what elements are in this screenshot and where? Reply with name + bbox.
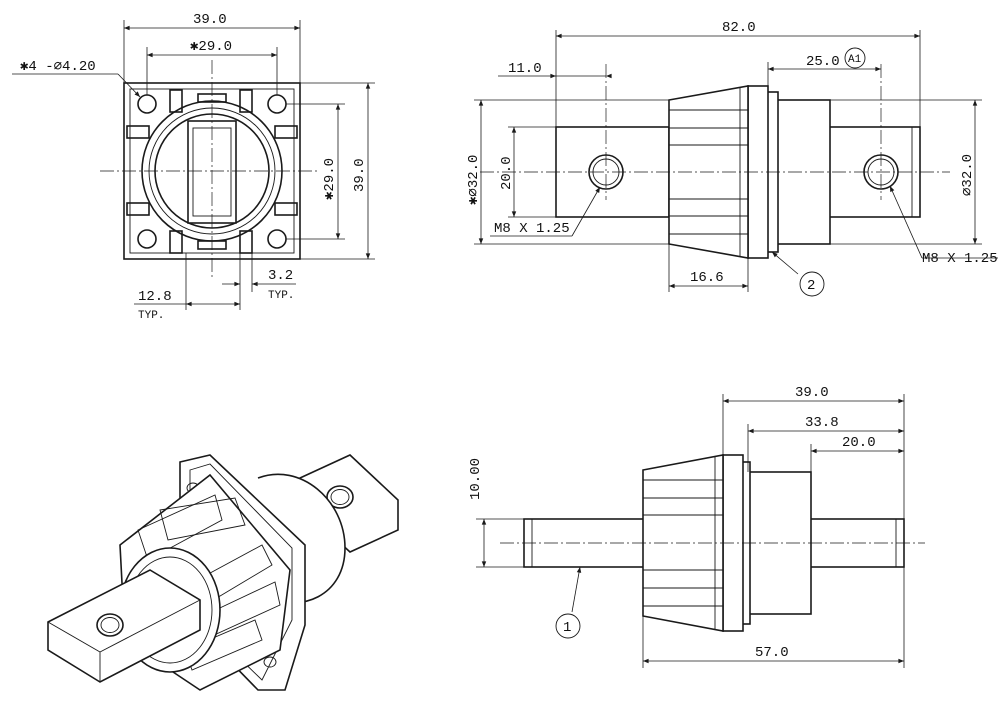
front-view: 39.0 ✱29.0 ✱4 -⌀4.20 ✱29.0 39.0 3.2 TYP. [12, 12, 375, 322]
iso-front-thread-hole [96, 613, 124, 637]
dim-left-offset: 11.0 [508, 61, 542, 77]
dim-bottom-338: 33.8 [805, 415, 839, 431]
dim-front-width: 39.0 [193, 12, 227, 28]
dim-tab-height: 20.0 [499, 156, 515, 190]
thread-callout-left: M8 X 1.25 [494, 221, 570, 237]
balloon-a1 [844, 47, 866, 69]
bottom-view: 39.0 33.8 20.0 10.00 57.0 1 [468, 385, 925, 668]
dim-bottom-20: 20.0 [842, 435, 876, 451]
side-view: 82.0 11.0 25.0 A1 ✱⌀32.0 20.0 ⌀32.0 M8 X… [466, 20, 998, 297]
iso-front-tab [47, 569, 201, 683]
balloon-2-label: 2 [807, 278, 815, 294]
dim-right-offset: 25.0 [806, 54, 840, 70]
thread-callout-right: M8 X 1.25 [922, 251, 998, 267]
balloon-2 [799, 271, 825, 297]
dim-pitch: 3.2 [268, 268, 293, 284]
front-ribs [126, 89, 298, 254]
mounting-hole-bl [137, 229, 157, 249]
dim-front-hole-spacing-v: ✱29.0 [322, 158, 338, 200]
dim-overall-length: 82.0 [722, 20, 756, 36]
dim-front-hole-spacing-h: ✱29.0 [190, 39, 232, 55]
dim-front-height: 39.0 [352, 158, 368, 192]
balloon-1 [555, 613, 581, 639]
mounting-hole-tl [137, 94, 157, 114]
dim-width-typ-label: TYP. [138, 310, 164, 322]
iso-rear-thread-hole [326, 485, 354, 509]
bottom-barrel [747, 471, 812, 615]
dim-diameter-left: ✱⌀32.0 [466, 155, 482, 205]
iso-flange-hole-3 [263, 656, 277, 668]
dim-diameter-right: ⌀32.0 [960, 154, 976, 196]
balloon-a1-label: A1 [848, 54, 862, 66]
dim-flange-depth: 16.6 [690, 270, 724, 286]
dim-bottom-39: 39.0 [795, 385, 829, 401]
balloon-1-label: 1 [563, 620, 571, 636]
mounting-hole-br [267, 229, 287, 249]
dim-width-typ: 12.8 [138, 289, 172, 305]
dim-pitch-typ: TYP. [268, 290, 294, 302]
dim-pin-diameter: 10.00 [468, 458, 484, 500]
mounting-hole-tr [267, 94, 287, 114]
isometric-view [47, 454, 399, 691]
hole-callout: ✱4 -⌀4.20 [20, 59, 96, 75]
dim-bottom-overall: 57.0 [755, 645, 789, 661]
